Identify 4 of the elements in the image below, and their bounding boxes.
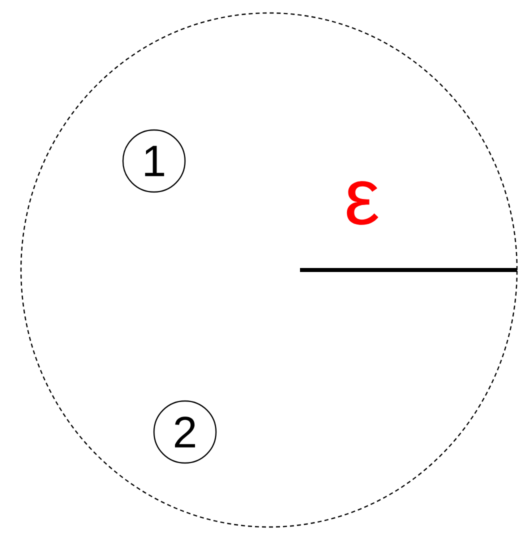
radius-label: ε xyxy=(346,181,378,225)
circled-number: 2 xyxy=(153,400,217,464)
circled-number: 1 xyxy=(122,129,186,193)
dashed-circle xyxy=(20,12,518,528)
